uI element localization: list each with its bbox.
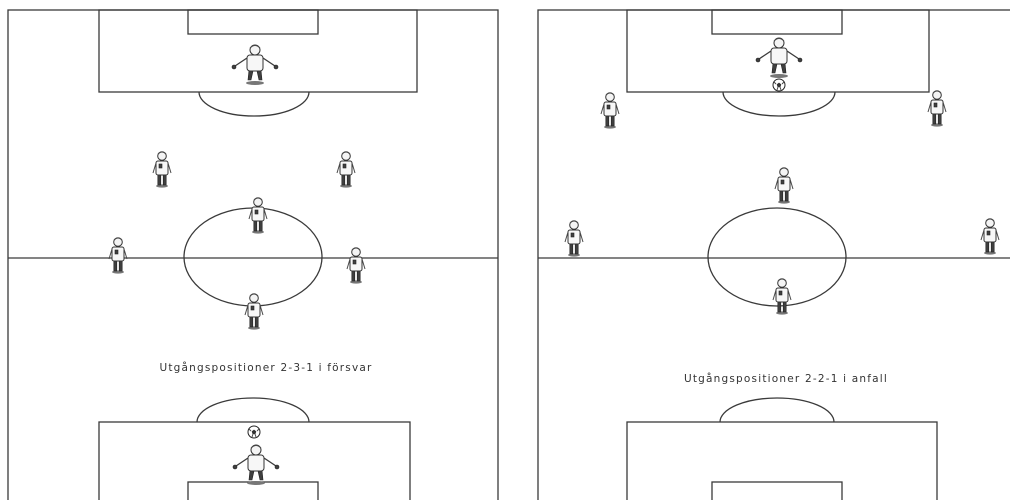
center-circle	[184, 208, 322, 306]
player-figure-icon	[981, 219, 999, 255]
player-figure-icon	[775, 168, 793, 204]
soccer-ball-icon	[773, 79, 785, 91]
player-figure-icon	[153, 152, 171, 188]
bottom-penalty-arc	[197, 398, 309, 422]
goalkeeper-icon	[232, 45, 278, 85]
player-figure-icon	[337, 152, 355, 188]
player-figure-icon	[347, 248, 365, 284]
top-goal-area	[188, 10, 318, 34]
bottom-penalty-area	[627, 422, 937, 500]
goalkeeper-icon	[233, 445, 279, 485]
player-figure-icon	[565, 221, 583, 257]
top-goal-area	[712, 10, 842, 34]
pitch-diagram-defense: Utgångspositioner 2-3-1 i försvar	[8, 10, 498, 500]
goalkeeper-icon	[756, 38, 802, 78]
bottom-goal-area	[712, 482, 842, 500]
player-figure-icon	[773, 279, 791, 315]
diagram-caption-attack: Utgångspositioner 2-2-1 i anfall	[684, 372, 888, 385]
player-figure-icon	[245, 294, 263, 330]
player-figure-icon	[928, 91, 946, 127]
pitch-diagram-attack: Utgångspositioner 2-2-1 i anfall	[538, 10, 1010, 500]
bottom-penalty-arc	[720, 398, 834, 422]
player-figure-icon	[109, 238, 127, 274]
soccer-ball-icon	[248, 426, 260, 438]
diagram-caption-defense: Utgångspositioner 2-3-1 i försvar	[159, 361, 372, 374]
top-penalty-arc	[723, 92, 835, 116]
top-penalty-arc	[199, 92, 309, 116]
player-figure-icon	[601, 93, 619, 129]
player-figure-icon	[249, 198, 267, 234]
